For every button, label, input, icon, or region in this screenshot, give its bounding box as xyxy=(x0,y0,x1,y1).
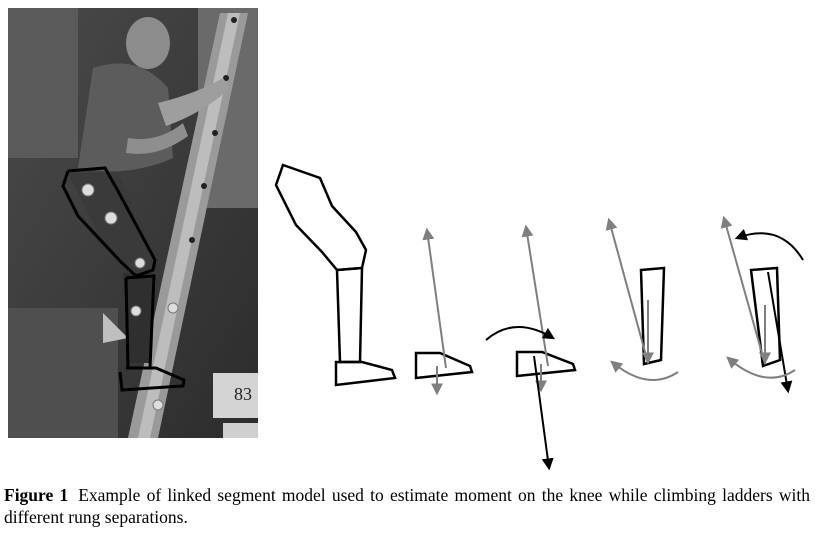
ground-reaction-vector xyxy=(526,227,548,366)
ground-reaction-vector xyxy=(427,230,446,368)
shank-segment-stage-5 xyxy=(724,218,803,391)
foot-segment-stage-3 xyxy=(486,227,575,468)
full-leg-segment-model xyxy=(276,165,395,385)
shank-segment-stage-4 xyxy=(609,220,678,380)
figure-label: Figure 1 xyxy=(4,485,68,505)
moment-arrow-icon xyxy=(737,233,803,260)
ground-reaction-vector xyxy=(724,218,765,364)
linked-segment-diagram xyxy=(268,155,824,485)
climber-photo: 83 xyxy=(8,8,258,438)
rung-sign-number: 83 xyxy=(234,384,252,404)
caption-text: Example of linked segment model used to … xyxy=(4,485,810,527)
foot-segment-stage-2 xyxy=(416,230,472,393)
